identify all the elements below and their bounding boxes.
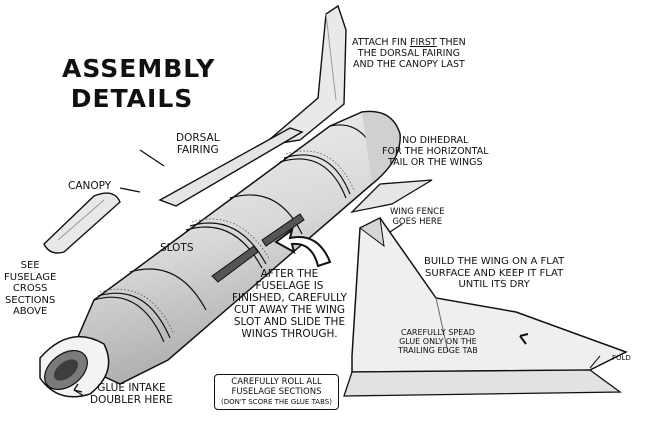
box-line: CAREFULLY ROLL ALL <box>231 377 322 387</box>
note-line: UNTIL ITS DRY <box>458 279 530 290</box>
slots-label: SLOTS <box>160 242 194 254</box>
note-line: FUSELAGE IS <box>255 280 324 293</box>
note-line: AND THE CANOPY LAST <box>352 58 465 70</box>
label-line: FAIRING <box>176 144 219 157</box>
note-line: SECTIONS <box>4 294 56 306</box>
glue-intake-note: GLUE INTAKE DOUBLER HERE <box>90 382 173 406</box>
note-line: CUT AWAY THE WING <box>233 304 345 317</box>
note-line: NO DIHEDRAL <box>402 135 469 146</box>
note-line: FUSELAGE <box>4 271 57 283</box>
build-wing-note: BUILD THE WING ON A FLAT SURFACE AND KEE… <box>424 256 564 291</box>
canopy-part <box>43 192 121 254</box>
box-line: FUSELAGE SECTIONS <box>231 386 322 397</box>
note-line: GOES HERE <box>392 216 443 227</box>
note-line: CAREFULLY SPEAD <box>400 328 475 337</box>
note-line: GLUE INTAKE <box>97 382 166 394</box>
horizontal-tail-part <box>350 179 433 214</box>
wing-part <box>343 217 628 397</box>
note-line: ATTACH FIN FIRST THEN <box>352 37 466 48</box>
note-line: SLOT AND SLIDE THE <box>233 316 346 329</box>
carefully-spread-note: CAREFULLY SPEAD GLUE ONLY ON THE TRAILIN… <box>398 328 478 356</box>
note-line: TRAILING EDGE TAB <box>398 346 478 356</box>
note-emphasis: FIRST <box>409 37 437 48</box>
note-line: ABOVE <box>12 306 48 317</box>
curved-arrow-icon <box>274 227 332 268</box>
no-dihedral-note: NO DIHEDRAL FOR THE HORIZONTAL TAIL OR T… <box>382 135 489 169</box>
note-line: BUILD THE WING ON A FLAT <box>424 256 565 267</box>
label-line: DORSAL <box>176 132 220 144</box>
see-fuselage-note: SEE FUSELAGE CROSS SECTIONS ABOVE <box>4 260 56 318</box>
attach-fin-note: ATTACH FIN FIRST THEN THE DORSAL FAIRING… <box>352 37 466 71</box>
note-line: TAIL OR THE WINGS <box>388 156 483 168</box>
note-line: SURFACE AND KEEP IT FLAT <box>425 267 564 279</box>
fold-label: FOLD <box>612 354 631 362</box>
note-line: FOR THE HORIZONTAL <box>382 145 489 157</box>
dorsal-fairing-label: DORSAL FAIRING <box>176 132 220 156</box>
leader-arrows <box>73 149 403 397</box>
note-line: SEE <box>20 260 40 271</box>
box-footnote: (DON'T SCORE THE GLUE TABS) <box>221 397 332 406</box>
dorsal-fairing-part <box>158 127 304 207</box>
note-line: DOUBLER HERE <box>90 394 173 407</box>
wing-fence-note: WING FENCE GOES HERE <box>390 207 445 228</box>
title-line: DETAILS <box>70 83 194 113</box>
vertical-fin <box>259 4 347 148</box>
title-line: ASSEMBLY <box>62 54 216 83</box>
page-title: ASSEMBLY DETAILS <box>62 54 216 113</box>
after-fuselage-note: AFTER THE FUSELAGE IS FINISHED, CAREFULL… <box>232 268 347 340</box>
note-line: THE DORSAL FAIRING <box>357 47 460 59</box>
note-line: CROSS <box>12 283 48 294</box>
canopy-label: CANOPY <box>68 180 112 192</box>
note-line: GLUE ONLY ON THE <box>399 337 477 347</box>
note-line: FINISHED, CAREFULLY <box>232 292 347 305</box>
note-line: AFTER THE <box>260 268 319 280</box>
note-line: WINGS THROUGH. <box>241 328 338 341</box>
carefully-roll-box: CAREFULLY ROLL ALL FUSELAGE SECTIONS (DO… <box>214 374 339 410</box>
note-line: WING FENCE <box>390 207 445 217</box>
fuselage <box>39 110 401 398</box>
small-arrow-icon <box>519 333 529 345</box>
